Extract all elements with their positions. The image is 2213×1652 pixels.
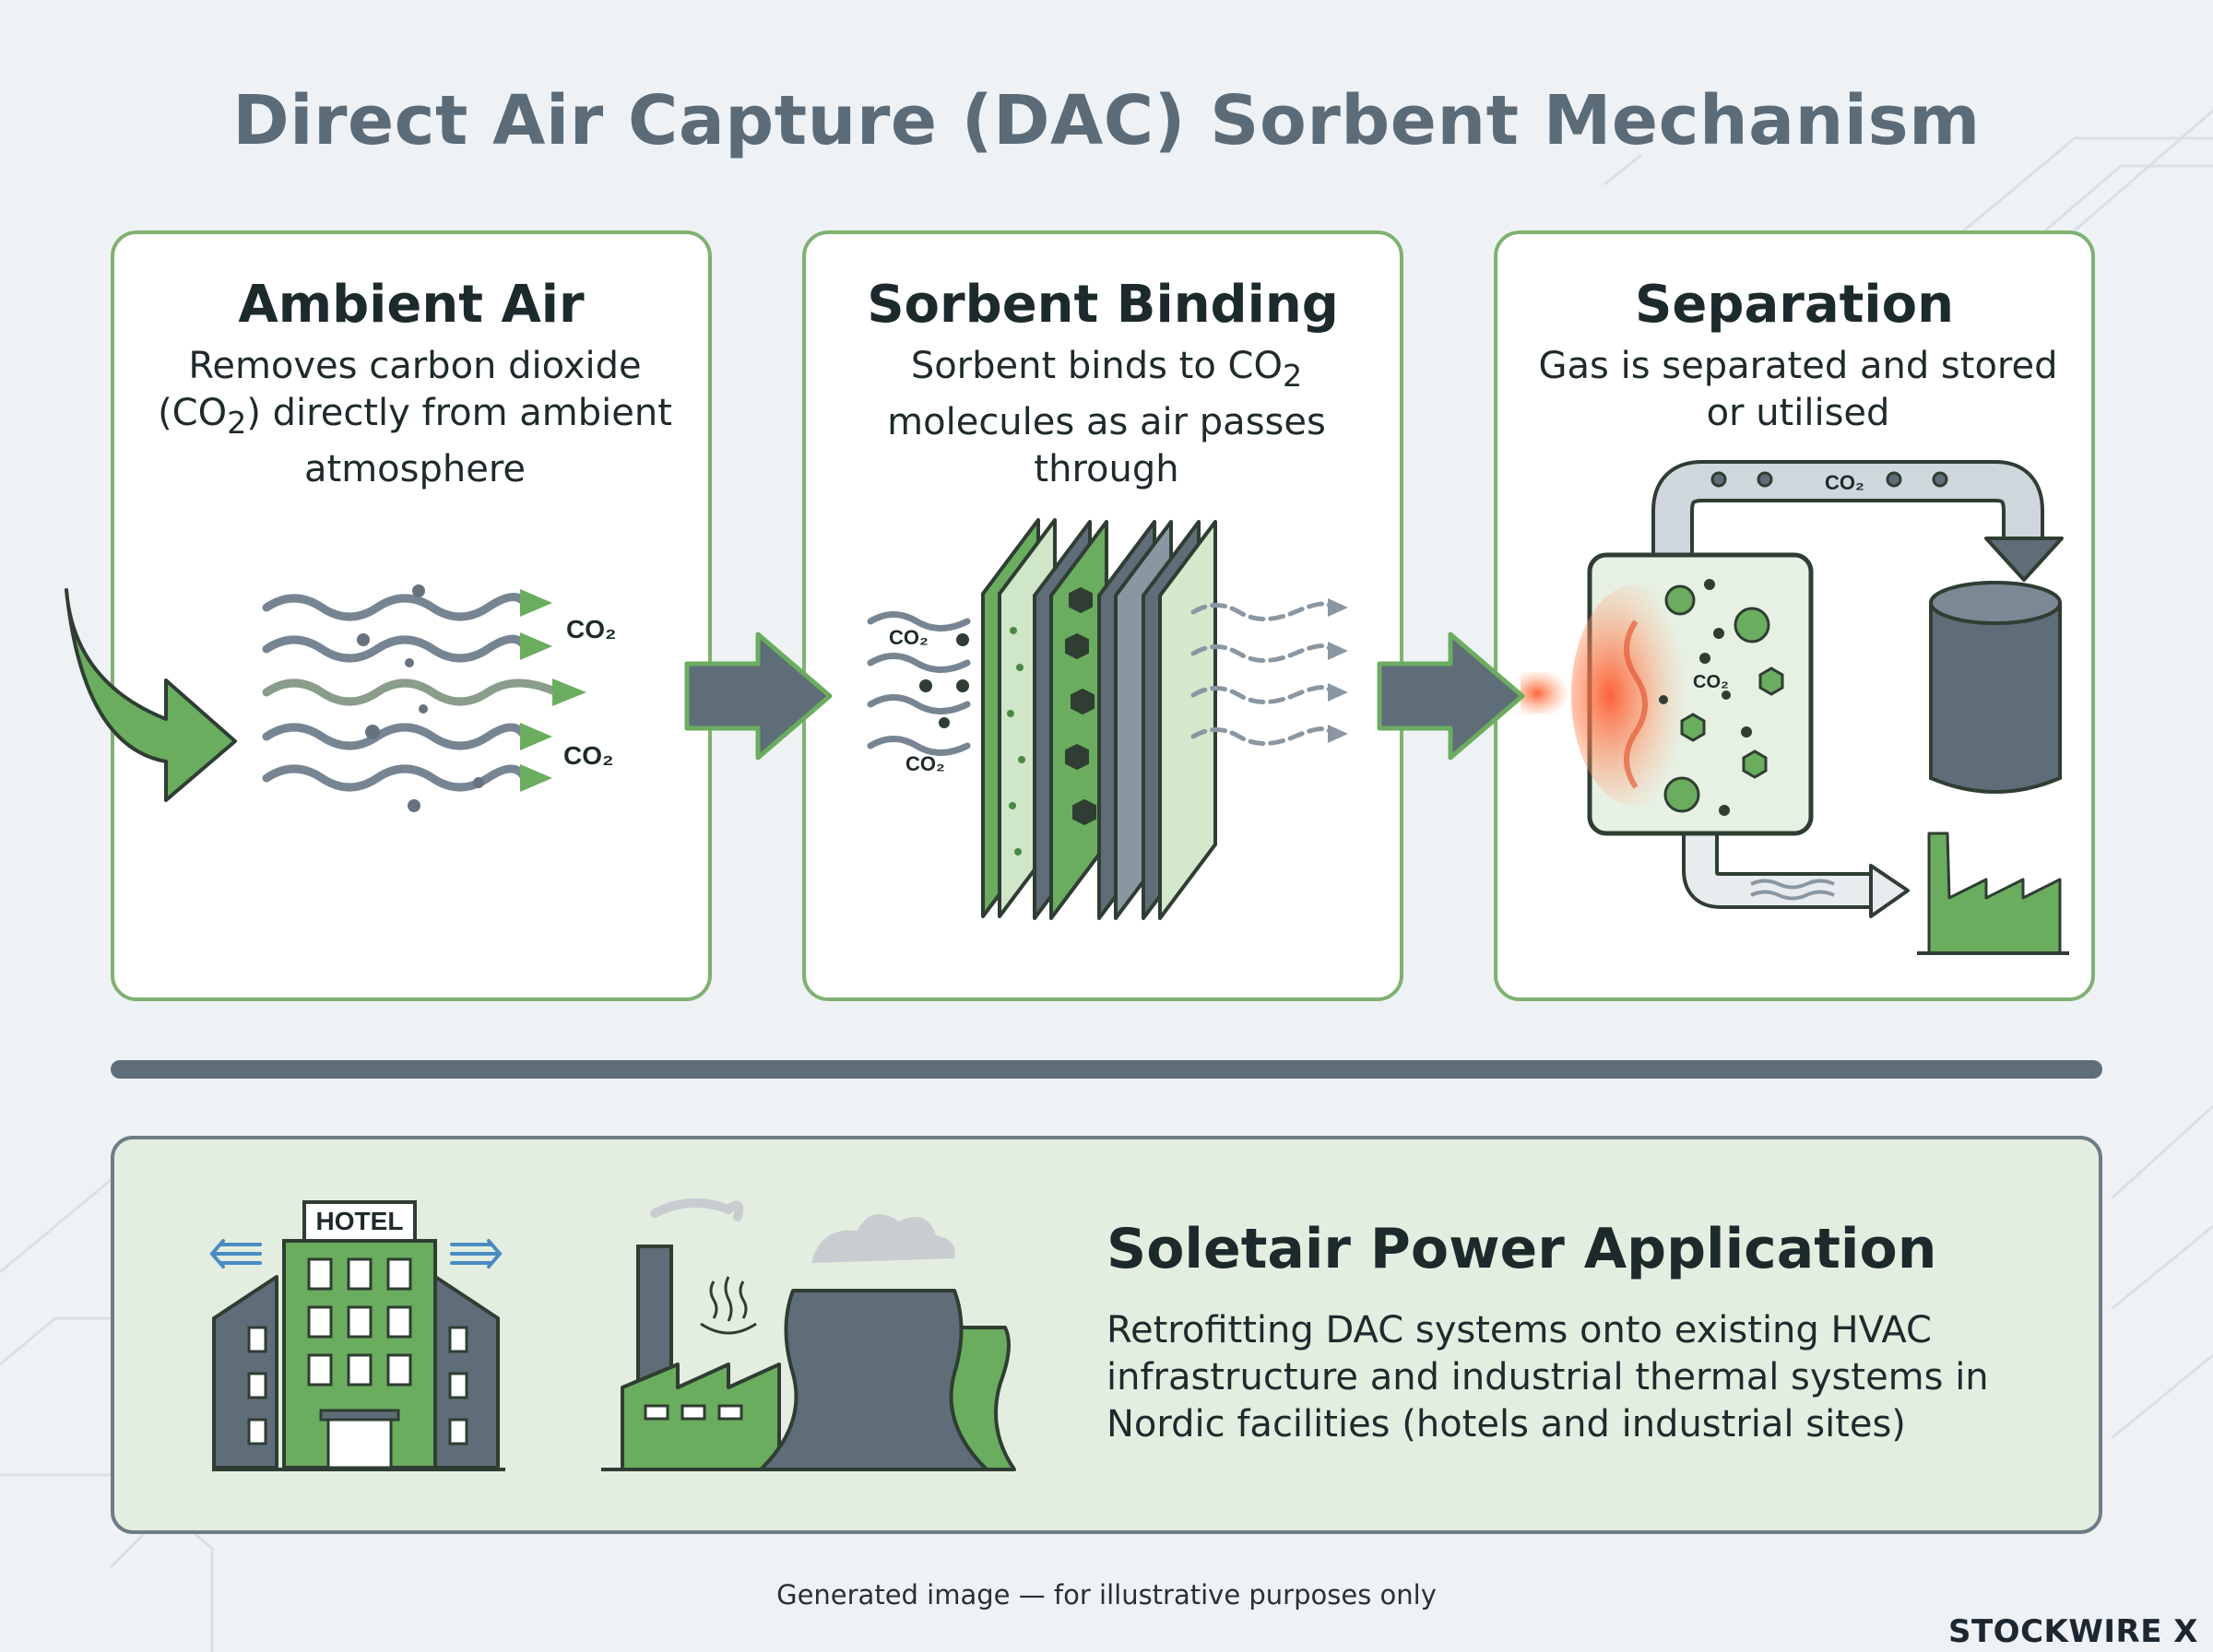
flow-arrowhead — [520, 632, 552, 660]
co2-particle — [919, 679, 932, 692]
sorbent-hexagon — [1680, 713, 1706, 742]
step-arrow-icon — [1377, 631, 1525, 761]
co2-particle — [412, 584, 425, 597]
co2-particle — [473, 777, 484, 788]
step-description: Removes carbon dioxide (CO2) directly fr… — [158, 345, 672, 490]
flow-arrowhead — [552, 678, 586, 706]
sorbent-filter-illustration: CO₂ CO₂ — [867, 518, 1348, 920]
co2-particle — [956, 633, 969, 646]
flow-arrowhead — [1328, 598, 1348, 617]
hotel-building-icon: HOTEL — [209, 1200, 505, 1471]
ambient-air-flow-illustration: CO₂ CO₂ — [262, 584, 616, 812]
step-card-separation: Separation Gas is separated and stored o… — [1494, 230, 2095, 1001]
hotel-sign: HOTEL — [316, 1207, 404, 1235]
application-title: Soletair Power Application — [1106, 1217, 1937, 1281]
co2-label: CO₂ — [1693, 672, 1729, 692]
step-arrow-icon — [684, 631, 833, 761]
sorbent-hexagon — [1065, 632, 1089, 660]
air-flow-arrowhead — [1869, 864, 1910, 918]
co2-flow-arrowhead — [1984, 537, 2064, 582]
flow-arrowhead — [520, 723, 552, 750]
sorbent-hexagon — [1742, 749, 1768, 779]
flow-arrowhead — [1328, 683, 1348, 702]
co2-particle — [405, 658, 414, 667]
flow-arrowhead — [1328, 725, 1348, 743]
power-plant-icon — [601, 1198, 1016, 1471]
flow-arrowhead — [520, 764, 552, 792]
entry-arrow-icon — [65, 588, 237, 802]
step-title: Separation — [1635, 275, 1954, 335]
storage-tank — [1929, 581, 2062, 794]
co2-particle — [357, 633, 370, 646]
section-divider — [111, 1060, 2102, 1079]
sorbent-hexagon — [1071, 688, 1095, 715]
co2-particle — [956, 679, 969, 692]
co2-particle — [419, 704, 428, 714]
co2-label: CO₂ — [566, 615, 616, 643]
sorbent-hexagon — [1758, 667, 1784, 696]
co2-particle — [365, 725, 380, 739]
brand-logo: STOCKWIRE X — [1948, 1613, 2198, 1650]
sorbent-hexagon — [1072, 798, 1096, 826]
co2-label: CO₂ — [905, 752, 945, 775]
heat-inlet — [1521, 672, 1576, 714]
step-title: Sorbent Binding — [867, 275, 1339, 335]
footer-disclaimer: Generated image — for illustrative purpo… — [776, 1579, 1437, 1611]
flow-arrowhead — [1328, 642, 1348, 660]
flow-arrowhead — [520, 589, 552, 617]
sorbent-hexagon — [1065, 743, 1089, 771]
step-description: Sorbent binds to CO2 molecules as air pa… — [887, 345, 1326, 490]
factory-icon — [1917, 832, 2069, 955]
co2-particle — [408, 799, 420, 812]
co2-label: CO₂ — [563, 741, 613, 770]
co2-label: CO₂ — [1825, 471, 1864, 494]
page-title: Direct Air Capture (DAC) Sorbent Mechani… — [232, 81, 1981, 160]
separation-chamber-illustration: CO₂ CO₂ — [1521, 460, 2069, 955]
sorbent-hexagon — [1069, 586, 1093, 614]
step-card-ambient-air: Ambient Air Removes carbon dioxide (CO2)… — [111, 230, 712, 1001]
co2-particle — [939, 717, 950, 728]
filter-panel — [1158, 520, 1217, 920]
step-card-sorbent-binding: Sorbent Binding Sorbent binds to CO2 mol… — [802, 230, 1403, 1001]
step-title: Ambient Air — [238, 275, 585, 335]
co2-label: CO₂ — [889, 626, 929, 649]
step-description: Gas is separated and stored or utilised — [1538, 345, 2058, 434]
application-description: Retrofitting DAC systems onto existing H… — [1106, 1309, 1989, 1446]
